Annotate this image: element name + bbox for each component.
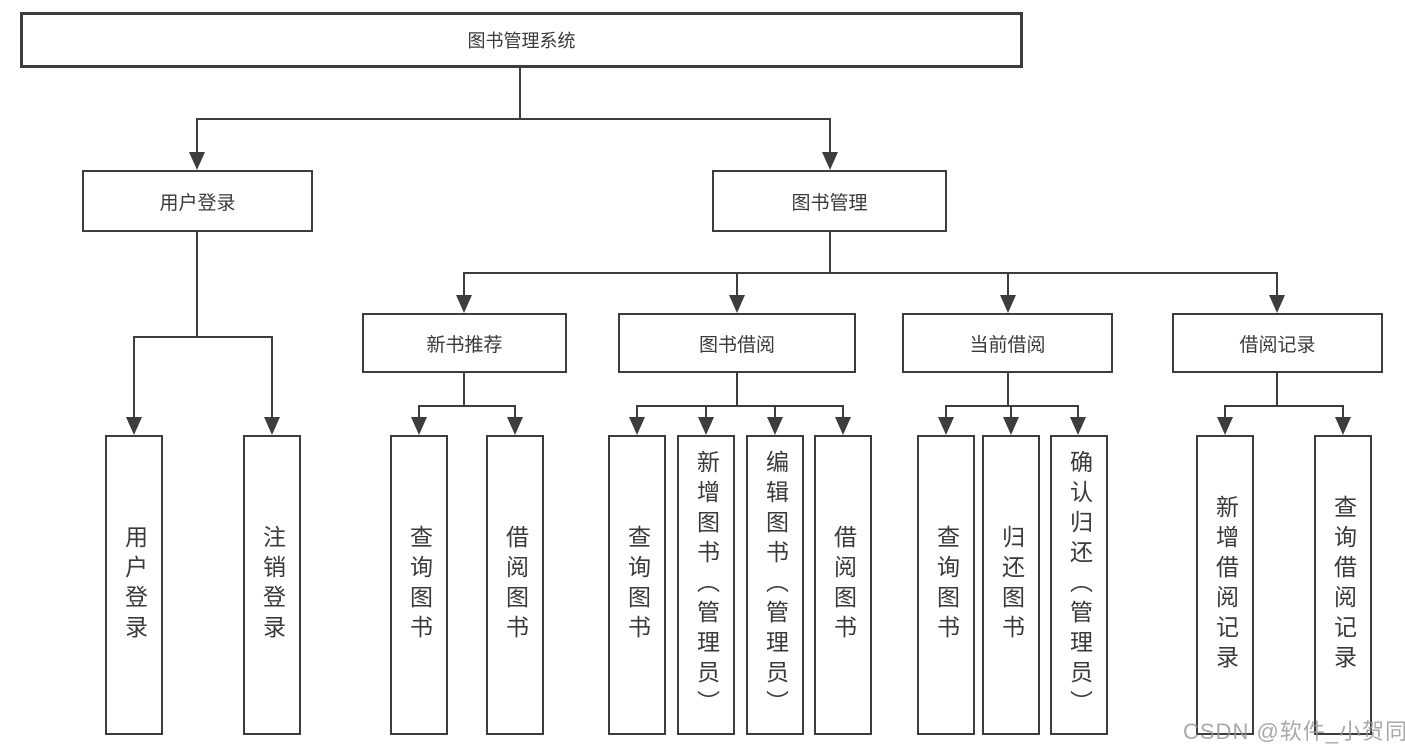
connector-drop-borrowing [736, 272, 738, 297]
arrowhead-borrowing [729, 295, 745, 313]
arrowhead-leaf-login [126, 417, 142, 435]
connector-recommend-bar [418, 405, 516, 407]
arrowhead-records [1269, 295, 1285, 313]
node-current-borrowing: 当前借阅 [902, 313, 1113, 373]
connector-userlogin-stem [196, 232, 198, 336]
connector-userlogin-bar [133, 336, 273, 338]
arrowhead-leaf-logout [264, 417, 280, 435]
arrowhead-query1 [411, 417, 427, 435]
node-book-management: 图书管理 [712, 170, 947, 232]
connector-drop-confirm [1077, 405, 1079, 419]
csdn-watermark: CSDN @软件_小贺同学 [1183, 719, 1405, 744]
connector-drop-recommend [463, 272, 465, 297]
connector-borrowing-stem [736, 373, 738, 407]
connector-root-bar [196, 118, 831, 120]
node-book-borrowing: 图书借阅 [618, 313, 856, 373]
arrowhead-addrecord [1217, 417, 1233, 435]
connector-root-stem [519, 68, 521, 118]
node-new-book-recommend: 新书推荐 [362, 313, 567, 373]
leaf-logout: 注销登录 [243, 435, 301, 735]
leaf-query-books-borrowing: 查询图书 [608, 435, 666, 735]
leaf-borrow-books-recommend: 借阅图书 [486, 435, 544, 735]
leaf-return-books: 归还图书 [982, 435, 1040, 735]
connector-records-bar [1224, 405, 1344, 407]
arrowhead-book-mgmt [822, 152, 838, 170]
connector-drop-current [1007, 272, 1009, 297]
arrowhead-query3 [938, 417, 954, 435]
connector-drop-leaf-login [133, 336, 135, 419]
connector-drop-query2 [636, 405, 638, 419]
connector-drop-queryrecord [1342, 405, 1344, 419]
connector-drop-query3 [945, 405, 947, 419]
connector-recommend-stem [463, 373, 465, 407]
connector-drop-book-mgmt [829, 118, 831, 154]
arrowhead-return [1003, 417, 1019, 435]
connector-current-bar [945, 405, 1079, 407]
leaf-user-login: 用户登录 [105, 435, 163, 735]
arrowhead-user-login [189, 152, 205, 170]
leaf-query-books-current: 查询图书 [917, 435, 975, 735]
connector-drop-user-login [196, 118, 198, 154]
node-user-login: 用户登录 [82, 170, 313, 232]
connector-drop-borrow2 [842, 405, 844, 419]
leaf-add-book-admin: 新增图书（管理员） [677, 435, 735, 735]
leaf-confirm-return-admin: 确认归还（管理员） [1050, 435, 1108, 735]
arrowhead-confirm [1070, 417, 1086, 435]
connector-drop-addbook [705, 405, 707, 419]
connector-drop-leaf-logout [271, 336, 273, 419]
connector-drop-editbook [774, 405, 776, 419]
connector-current-stem [1007, 373, 1009, 407]
arrowhead-queryrecord [1335, 417, 1351, 435]
leaf-edit-book-admin: 编辑图书（管理员） [746, 435, 804, 735]
arrowhead-recommend [456, 295, 472, 313]
arrowhead-editbook [767, 417, 783, 435]
node-library-system: 图书管理系统 [20, 12, 1023, 68]
connector-drop-query1 [418, 405, 420, 419]
leaf-query-borrow-record: 查询借阅记录 [1314, 435, 1372, 735]
leaf-query-books-recommend: 查询图书 [390, 435, 448, 735]
leaf-borrow-books: 借阅图书 [814, 435, 872, 735]
leaf-add-borrow-record: 新增借阅记录 [1196, 435, 1254, 735]
connector-drop-return [1010, 405, 1012, 419]
connector-bookmgmt-stem [829, 232, 831, 272]
connector-drop-addrecord [1224, 405, 1226, 419]
connector-drop-records [1276, 272, 1278, 297]
connector-borrowing-bar [636, 405, 844, 407]
connector-bookmgmt-bar [463, 272, 1278, 274]
node-borrowing-records: 借阅记录 [1172, 313, 1383, 373]
arrowhead-current [1000, 295, 1016, 313]
arrowhead-addbook [698, 417, 714, 435]
connector-drop-borrow1 [514, 405, 516, 419]
arrowhead-borrow2 [835, 417, 851, 435]
arrowhead-borrow1 [507, 417, 523, 435]
arrowhead-query2 [629, 417, 645, 435]
connector-records-stem [1276, 373, 1278, 407]
